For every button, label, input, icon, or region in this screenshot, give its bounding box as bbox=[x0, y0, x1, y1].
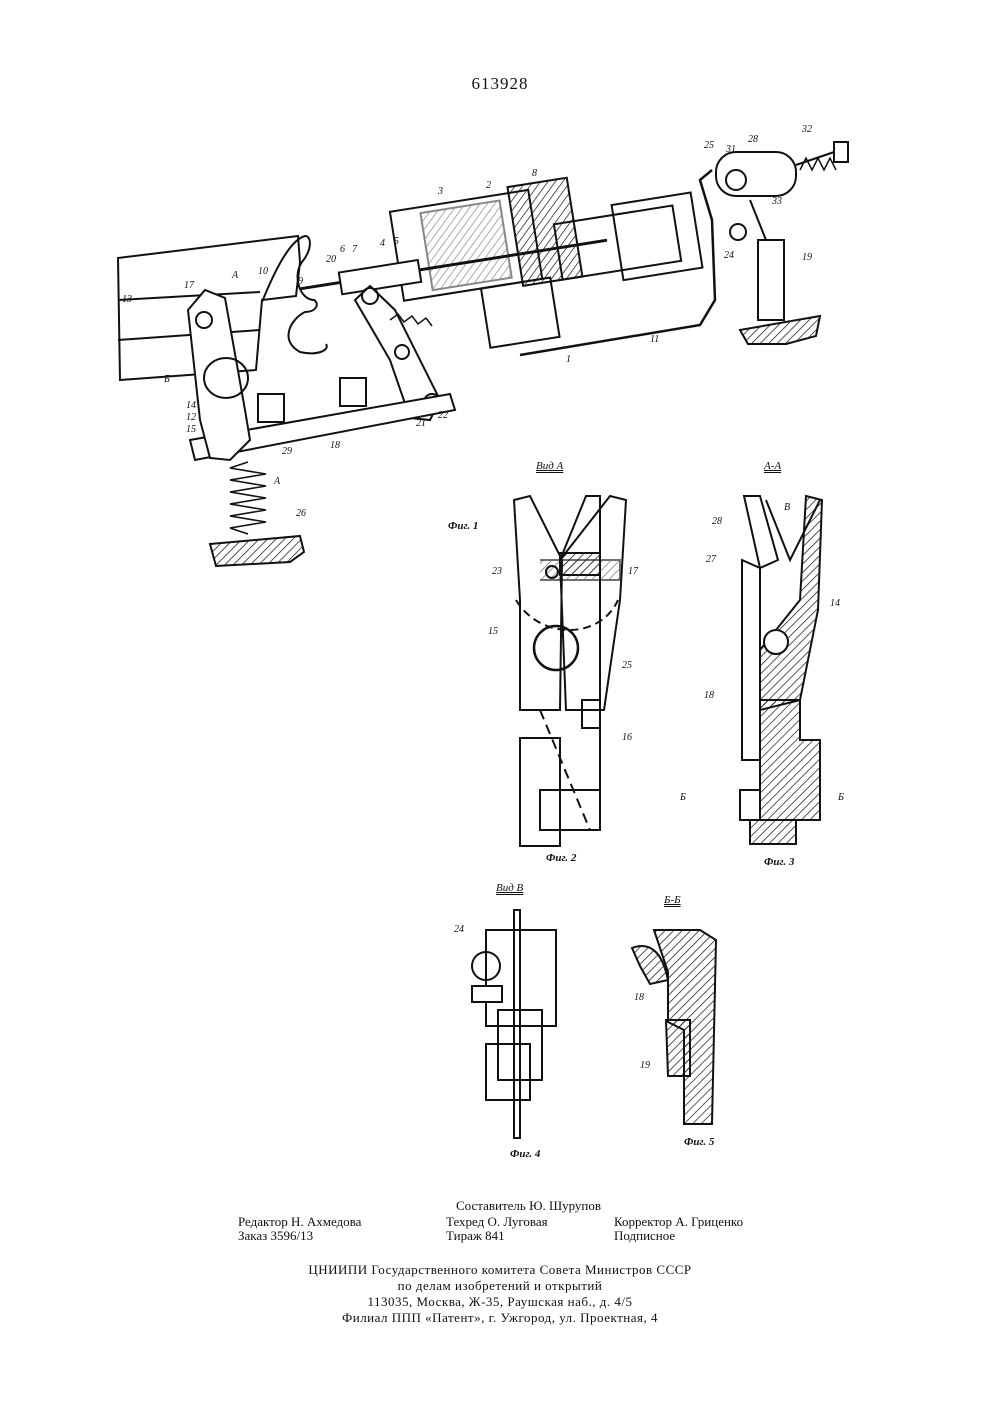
fig1-label: 33 bbox=[772, 196, 782, 207]
fig5-label: 19 bbox=[640, 1060, 650, 1071]
fig3-caption: Фиг. 3 bbox=[764, 856, 794, 868]
fig1-label: 19 bbox=[802, 252, 812, 263]
fig1-label: 6 bbox=[340, 244, 345, 255]
fig3-label: 18 bbox=[704, 690, 714, 701]
subscription: Подписное bbox=[614, 1228, 675, 1244]
imprint-line-2: по делам изобретений и открытий bbox=[0, 1278, 1000, 1294]
fig2-label: 15 bbox=[488, 626, 498, 637]
fig4-drawing bbox=[472, 910, 556, 1138]
fig1-label: 2 bbox=[486, 180, 491, 191]
fig3-label: В bbox=[784, 502, 790, 513]
fig1-caption: Фиг. 1 bbox=[448, 520, 478, 532]
fig5-label: 18 bbox=[634, 992, 644, 1003]
fig2-drawing bbox=[514, 496, 626, 846]
fig1-label: 11 bbox=[650, 334, 659, 345]
view-b-label: Вид В bbox=[496, 882, 523, 894]
fig1-label: 10 bbox=[258, 266, 268, 277]
fig1-label: 26 bbox=[296, 508, 306, 519]
fig1-label: 13 bbox=[122, 294, 132, 305]
fig3-label: Б bbox=[680, 792, 686, 803]
order-number: Заказ 3596/13 bbox=[238, 1228, 313, 1244]
fig2-label: 25 bbox=[622, 660, 632, 671]
fig1-label: 7 bbox=[352, 244, 357, 255]
fig1-label: 21 bbox=[416, 418, 426, 429]
imprint-line-4: Филиал ППП «Патент», г. Ужгород, ул. Про… bbox=[0, 1310, 1000, 1326]
fig2-label: 23 bbox=[492, 566, 502, 577]
fig1-label: 8 bbox=[532, 168, 537, 179]
fig1-label: 22 bbox=[438, 410, 448, 421]
view-a-label: Вид А bbox=[536, 460, 563, 472]
fig1-drawing bbox=[118, 142, 848, 566]
fig1-label: Б bbox=[164, 374, 170, 385]
fig3-drawing bbox=[740, 496, 822, 844]
fig4-label: 24 bbox=[454, 924, 464, 935]
fig1-label: 29 bbox=[282, 446, 292, 457]
fig1-label: А bbox=[274, 476, 280, 487]
fig1-label: 14 bbox=[186, 400, 196, 411]
fig3-label: 14 bbox=[830, 598, 840, 609]
fig1-label: 15 bbox=[186, 424, 196, 435]
compiler: Составитель Ю. Шурупов bbox=[456, 1198, 601, 1214]
fig1-label: 31 bbox=[726, 144, 736, 155]
fig3-label: 27 bbox=[706, 554, 716, 565]
fig4-caption: Фиг. 4 bbox=[510, 1148, 540, 1160]
fig1-label: 12 bbox=[186, 412, 196, 423]
fig1-label: 4 bbox=[380, 238, 385, 249]
imprint-line-3: 113035, Москва, Ж-35, Раушская наб., д. … bbox=[0, 1294, 1000, 1310]
fig3-label: Б bbox=[838, 792, 844, 803]
fig1-label: 25 bbox=[704, 140, 714, 151]
fig5-drawing bbox=[632, 930, 716, 1124]
imprint-line-1: ЦНИИПИ Государственного комитета Совета … bbox=[0, 1262, 1000, 1278]
fig1-label: 28 bbox=[748, 134, 758, 145]
section-aa-label: А-А bbox=[764, 460, 781, 472]
fig1-label: 17 bbox=[184, 280, 194, 291]
fig1-label: 3 bbox=[438, 186, 443, 197]
fig3-label: 28 bbox=[712, 516, 722, 527]
fig1-label: А bbox=[232, 270, 238, 281]
fig1-label: 32 bbox=[802, 124, 812, 135]
fig1-label: 18 bbox=[330, 440, 340, 451]
fig1-label: 1 bbox=[566, 354, 571, 365]
fig1-label: 24 bbox=[724, 250, 734, 261]
section-bb-label: Б-Б bbox=[664, 894, 681, 906]
fig2-caption: Фиг. 2 bbox=[546, 852, 576, 864]
fig1-label: 9 bbox=[298, 276, 303, 287]
fig5-caption: Фиг. 5 bbox=[684, 1136, 714, 1148]
fig2-label: 17 bbox=[628, 566, 638, 577]
fig1-label: 20 bbox=[326, 254, 336, 265]
circulation: Тираж 841 bbox=[446, 1228, 505, 1244]
fig1-label: 5 bbox=[394, 236, 399, 247]
fig2-label: 16 bbox=[622, 732, 632, 743]
